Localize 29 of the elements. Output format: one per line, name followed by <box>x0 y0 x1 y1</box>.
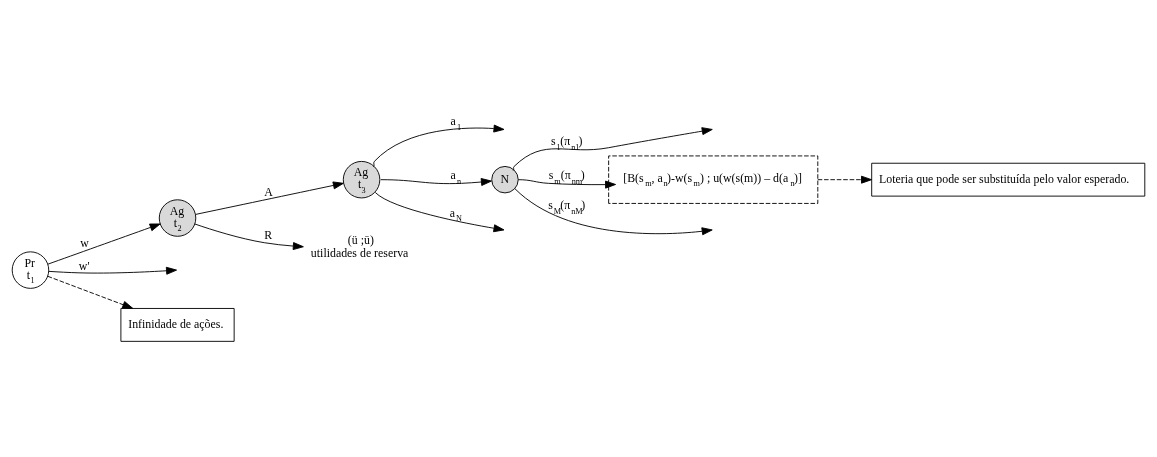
edge-label: a$_{n}$ <box>450 167 462 186</box>
edge-label: R <box>264 227 273 242</box>
node-circle: Pr t$_{1}$ <box>11 250 50 289</box>
cluster <box>608 154 819 204</box>
edge-label: s$_{m}$(π$_{nm}$) <box>548 167 585 186</box>
edge-label: A <box>264 184 273 199</box>
node-box: Loteria que pode ser substituída pelo valor esperado. <box>871 162 1146 197</box>
node-text: (ü ;ū) utilidades de reserva <box>310 232 409 260</box>
arrow <box>512 126 713 171</box>
edge-label: a$_{1}$ <box>450 113 462 132</box>
node-text: [B(s$_{m}$, a$_{n}$)-w(s$_{m}$) ; u(w(s(m)) – d(a$_{n}$)] <box>623 170 802 188</box>
arrow <box>374 191 505 232</box>
edge-label: s$_{M}$(π$_{nM}$) <box>548 197 586 216</box>
arrow <box>48 266 178 275</box>
arrow <box>47 275 134 309</box>
edge-label: a$_{N}$ <box>449 205 463 223</box>
node-circle: N <box>491 165 519 193</box>
arrow <box>194 223 304 250</box>
edge-label: w <box>80 235 89 250</box>
arrow <box>517 178 617 189</box>
arrow <box>817 175 872 184</box>
node-circle: Ag t$_{3}$ <box>342 160 381 198</box>
node-circle: Ag t$_{2}$ <box>158 198 197 237</box>
arrow <box>47 223 161 265</box>
edge-label: w' <box>78 258 90 273</box>
node-box: Infinidade de ações. <box>120 307 235 342</box>
arrow <box>195 180 344 215</box>
arrow <box>373 124 505 167</box>
arrow <box>380 177 492 186</box>
